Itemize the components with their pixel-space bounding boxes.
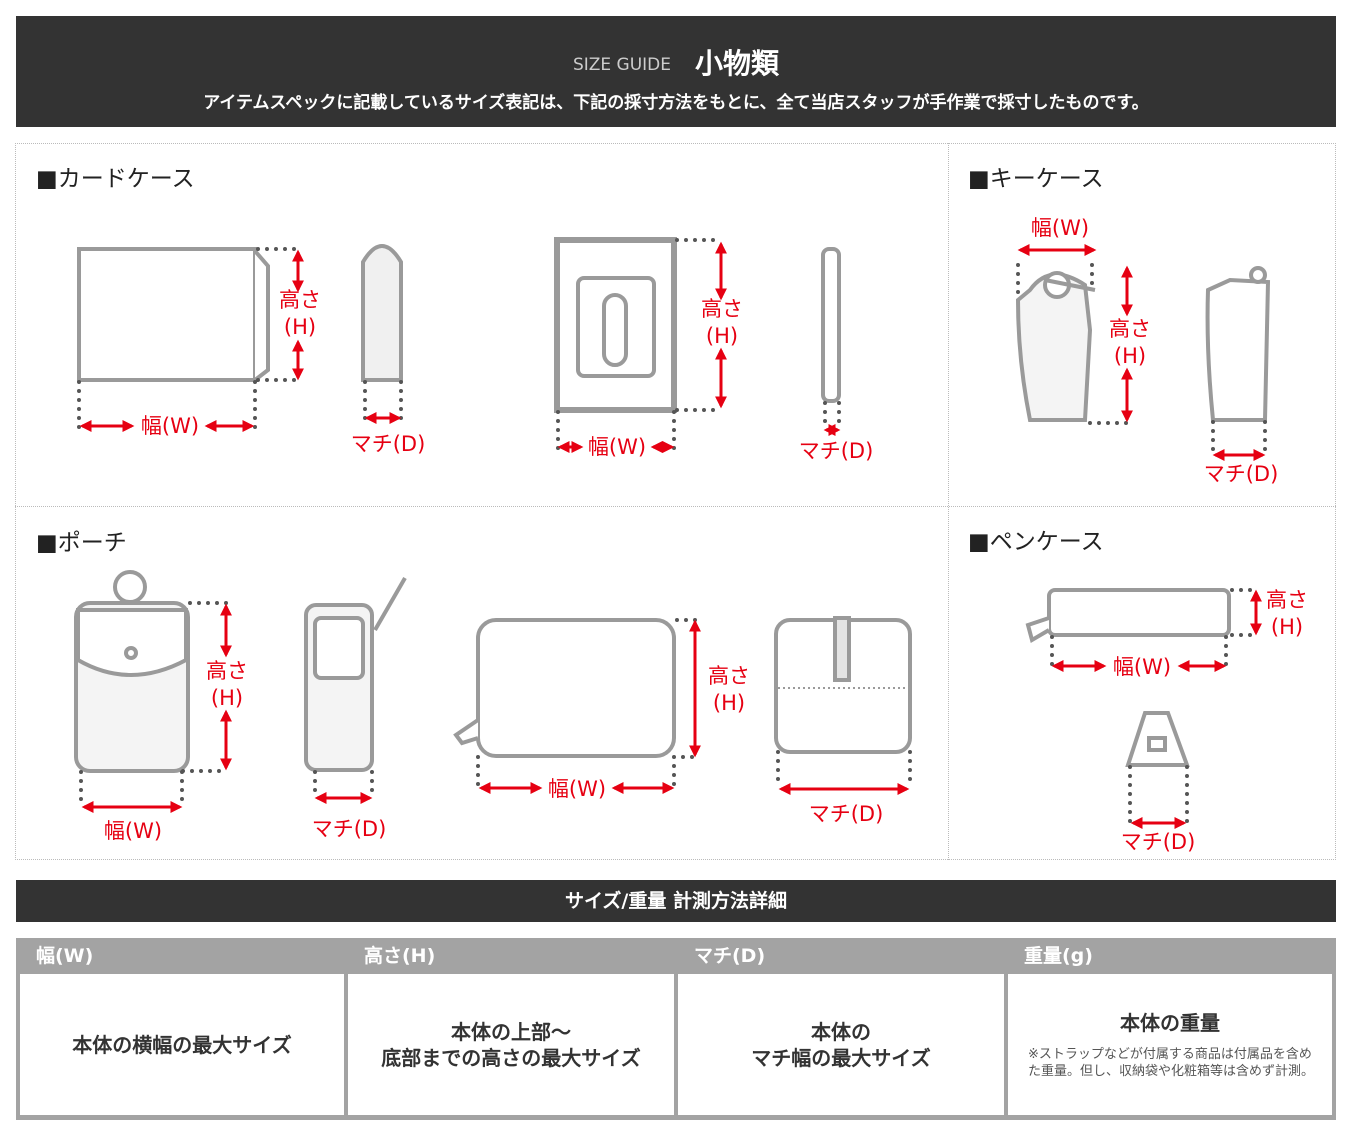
pouch-2-front-illustration bbox=[453, 618, 676, 758]
column-header: マチ(D) bbox=[694, 945, 766, 967]
column-header: 高さ(H) bbox=[364, 945, 436, 967]
depth-label: マチ(D) bbox=[1203, 462, 1279, 486]
column-width: 幅(W) 本体の横幅の最大サイズ bbox=[16, 938, 344, 1120]
column-weight: 重量(g) 本体の重量 ※ストラップなどが付属する商品は付属品を含めた重量。但し、… bbox=[1004, 938, 1332, 1120]
weight-note: ※ストラップなどが付属する商品は付属品を含めた重量。但し、収納袋や化粧箱等は含め… bbox=[1028, 1046, 1315, 1079]
section-title-pen-case: ■ペンケース bbox=[968, 529, 1104, 555]
diagram-grid bbox=[15, 143, 1336, 860]
width-label: 幅(W) bbox=[547, 777, 607, 801]
key-case-side-illustration bbox=[1205, 266, 1271, 422]
height-label-unit: (H) bbox=[705, 324, 739, 348]
column-depth: マチ(D) 本体のマチ幅の最大サイズ bbox=[674, 938, 1004, 1120]
depth-label: マチ(D) bbox=[350, 432, 426, 456]
column-description: 本体の bbox=[811, 1019, 871, 1044]
details-title: サイズ/重量 計測方法詳細 bbox=[16, 880, 1336, 922]
size-guide-label: SIZE GUIDE bbox=[572, 55, 672, 75]
height-label-unit: (H) bbox=[712, 691, 746, 715]
height-label-text: 高さ bbox=[1109, 317, 1151, 341]
height-label: 高さ (H) bbox=[279, 287, 321, 341]
height-label: 高さ (H) bbox=[701, 296, 743, 350]
column-description: 本体の重量 bbox=[1120, 1010, 1220, 1035]
divider bbox=[15, 506, 1336, 507]
depth-label: マチ(D) bbox=[808, 802, 884, 826]
height-label-unit: (H) bbox=[210, 686, 244, 710]
category-title: 小物類 bbox=[695, 47, 780, 80]
pouch-1-side-illustration bbox=[304, 577, 407, 772]
height-label-unit: (H) bbox=[1113, 344, 1147, 368]
section-title-pouch: ■ポーチ bbox=[36, 530, 127, 556]
pouch-1-front-illustration bbox=[74, 570, 190, 773]
height-label-text: 高さ bbox=[279, 288, 321, 312]
height-label-text: 高さ bbox=[206, 659, 248, 683]
width-label: 幅(W) bbox=[103, 819, 163, 843]
depth-label: マチ(D) bbox=[798, 439, 874, 463]
section-title-card-case: ■カードケース bbox=[36, 166, 195, 192]
section-title-key-case: ■キーケース bbox=[968, 166, 1104, 192]
pen-case-front-illustration bbox=[1025, 588, 1231, 644]
column-header: 幅(W) bbox=[36, 945, 94, 967]
card-case-side-illustration bbox=[361, 244, 403, 382]
height-label: 高さ (H) bbox=[206, 658, 248, 712]
height-label: 高さ (H) bbox=[1266, 587, 1308, 641]
column-description: 本体の横幅の最大サイズ bbox=[72, 1032, 292, 1057]
height-label-unit: (H) bbox=[1270, 615, 1304, 639]
card-case-2-side-illustration bbox=[821, 247, 841, 403]
card-case-2-front-illustration bbox=[554, 237, 677, 413]
measurement-details-table: 幅(W) 本体の横幅の最大サイズ 高さ(H) 本体の上部～底部までの高さの最大サ… bbox=[16, 938, 1336, 1120]
column-height: 高さ(H) 本体の上部～底部までの高さの最大サイズ bbox=[344, 938, 674, 1120]
width-label: 幅(W) bbox=[1112, 655, 1172, 679]
pen-case-side-illustration bbox=[1125, 711, 1190, 767]
width-label: 幅(W) bbox=[587, 435, 647, 459]
height-label: 高さ (H) bbox=[1109, 316, 1151, 370]
column-description: 本体の上部～ bbox=[451, 1019, 571, 1044]
size-guide-header: SIZE GUIDE 小物類 アイテムスペックに記載しているサイズ表記は、下記の採… bbox=[16, 16, 1336, 127]
depth-label: マチ(D) bbox=[1120, 830, 1196, 854]
card-case-front-illustration bbox=[77, 247, 270, 382]
divider bbox=[948, 143, 949, 860]
height-label-text: 高さ bbox=[1266, 588, 1308, 612]
height-label-unit: (H) bbox=[283, 315, 317, 339]
column-description: 底部までの高さの最大サイズ bbox=[381, 1045, 641, 1070]
height-label-text: 高さ bbox=[701, 297, 743, 321]
column-header: 重量(g) bbox=[1024, 945, 1093, 967]
red-measurement-arrows bbox=[79, 241, 1266, 829]
pouch-2-side-illustration bbox=[774, 616, 912, 754]
width-label: 幅(W) bbox=[1030, 216, 1090, 240]
depth-label: マチ(D) bbox=[311, 817, 387, 841]
measurement-guides bbox=[77, 238, 1267, 827]
header-subtitle: アイテムスペックに記載しているサイズ表記は、下記の採寸方法をもとに、全て当店スタ… bbox=[203, 93, 1149, 113]
height-label: 高さ (H) bbox=[708, 663, 750, 717]
key-case-front-illustration bbox=[1015, 271, 1096, 422]
column-description: マチ幅の最大サイズ bbox=[751, 1045, 931, 1070]
width-label: 幅(W) bbox=[140, 414, 200, 438]
height-label-text: 高さ bbox=[708, 664, 750, 688]
